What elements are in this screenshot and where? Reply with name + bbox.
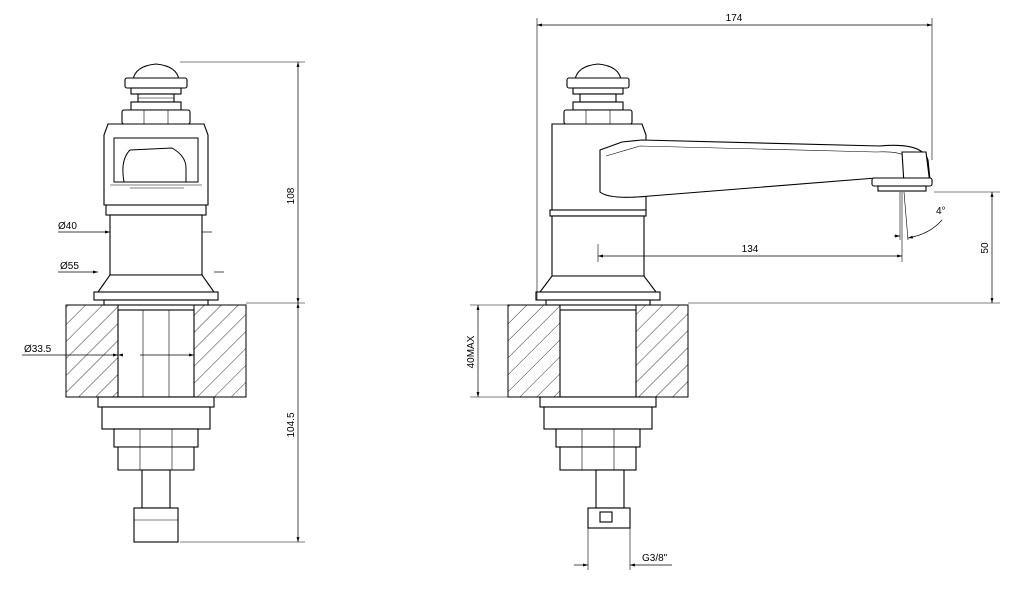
dim-height-108: 108 (286, 187, 297, 204)
dim-angle-4: 4° (936, 206, 946, 217)
side-dimensions: 174 134 50 4° 40MAX G3/8" (466, 13, 1000, 570)
dim-deck-40max: 40MAX (466, 335, 477, 368)
front-handle (121, 63, 191, 125)
dim-height-104-5: 104.5 (286, 412, 297, 437)
dim-height-50: 50 (980, 242, 991, 254)
dim-reach-134: 134 (742, 244, 759, 255)
side-spout (599, 139, 933, 198)
dim-diameter-40: Ø40 (58, 221, 77, 232)
front-body (93, 123, 219, 306)
side-view: 174 134 50 4° 40MAX G3/8" (466, 13, 1000, 570)
dim-width-174: 174 (726, 13, 743, 24)
dim-diameter-33-5: Ø33.5 (24, 344, 52, 355)
dim-thread-g3-8: G3/8" (642, 553, 668, 564)
front-shank (117, 309, 195, 398)
front-dimensions: 108 104.5 Ø40 Ø55 Ø33.5 (22, 61, 305, 543)
side-deck-section (507, 304, 689, 398)
front-nut-assembly (97, 396, 215, 543)
front-view: 108 104.5 Ø40 Ø55 Ø33.5 (22, 61, 305, 543)
dim-diameter-55: Ø55 (60, 261, 79, 272)
side-handle (563, 63, 633, 125)
side-nut-assembly (539, 396, 657, 529)
side-shank (559, 309, 637, 398)
